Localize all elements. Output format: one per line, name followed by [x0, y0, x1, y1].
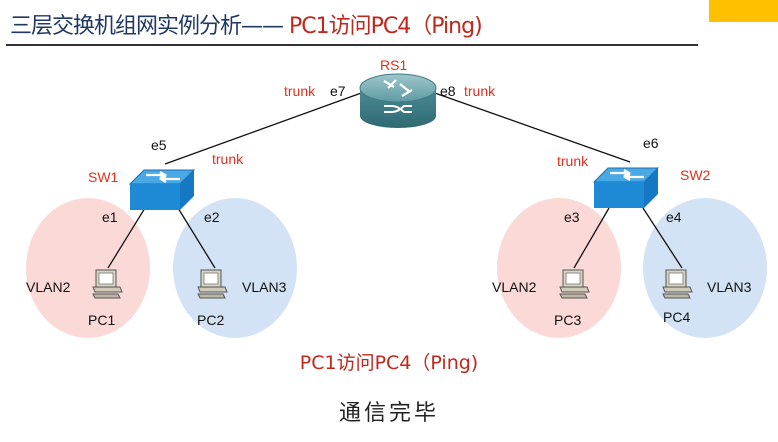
vlan2-zone-sw2 — [497, 198, 621, 338]
sw2-uplink-port: e6 — [643, 135, 659, 151]
link-sw1-pc1 — [107, 207, 146, 269]
router-right-mode: trunk — [464, 83, 496, 99]
sw2-port-e3: e3 — [564, 209, 580, 225]
pc1-vlan: VLAN2 — [26, 279, 71, 295]
router-right-port: e8 — [440, 83, 456, 99]
pc4-name: PC4 — [663, 309, 690, 325]
pc2-name: PC2 — [197, 312, 224, 328]
pc4-vlan: VLAN3 — [707, 279, 752, 295]
sw1-name: SW1 — [88, 169, 119, 185]
sw2-uplink-mode: trunk — [557, 153, 589, 169]
switch-sw2-icon[interactable] — [592, 166, 660, 210]
scenario-caption: PC1访问PC4（Ping) — [299, 352, 479, 374]
title-divider — [6, 44, 698, 46]
link-rs1-sw2 — [431, 91, 631, 163]
link-sw1-pc2 — [177, 207, 216, 269]
title-main: 三层交换机组网实例分析—— — [10, 14, 284, 39]
router-left-port: e7 — [330, 83, 346, 99]
sw1-port-e2: e2 — [204, 209, 220, 225]
switch-sw1-icon[interactable] — [128, 168, 196, 212]
pc3-vlan: VLAN2 — [492, 279, 537, 295]
link-rs1-sw1 — [164, 91, 365, 165]
vlan2-zone-sw1 — [26, 198, 150, 338]
title-highlight: PC1访问PC4（Ping) — [283, 14, 483, 39]
page-title: 三层交换机组网实例分析—— PC1访问PC4（Ping) — [10, 8, 483, 40]
link-sw2-pc4 — [642, 207, 683, 269]
link-sw2-pc3 — [573, 207, 610, 269]
sw2-port-e4: e4 — [666, 209, 682, 225]
pc3-name: PC3 — [554, 312, 581, 328]
pc1-name: PC1 — [88, 312, 115, 328]
status-text: 通信完毕 — [338, 401, 439, 426]
vlan3-zone-sw2 — [643, 198, 767, 338]
router-icon[interactable] — [359, 73, 437, 128]
sw1-uplink-mode: trunk — [212, 151, 244, 167]
router-name: RS1 — [380, 57, 407, 73]
accent-corner — [709, 0, 778, 22]
sw1-uplink-port: e5 — [151, 137, 167, 153]
router-left-mode: trunk — [284, 83, 316, 99]
vlan3-zone-sw1 — [173, 198, 297, 338]
sw2-name: SW2 — [680, 167, 711, 183]
sw1-port-e1: e1 — [102, 209, 118, 225]
pc2-vlan: VLAN3 — [242, 279, 287, 295]
